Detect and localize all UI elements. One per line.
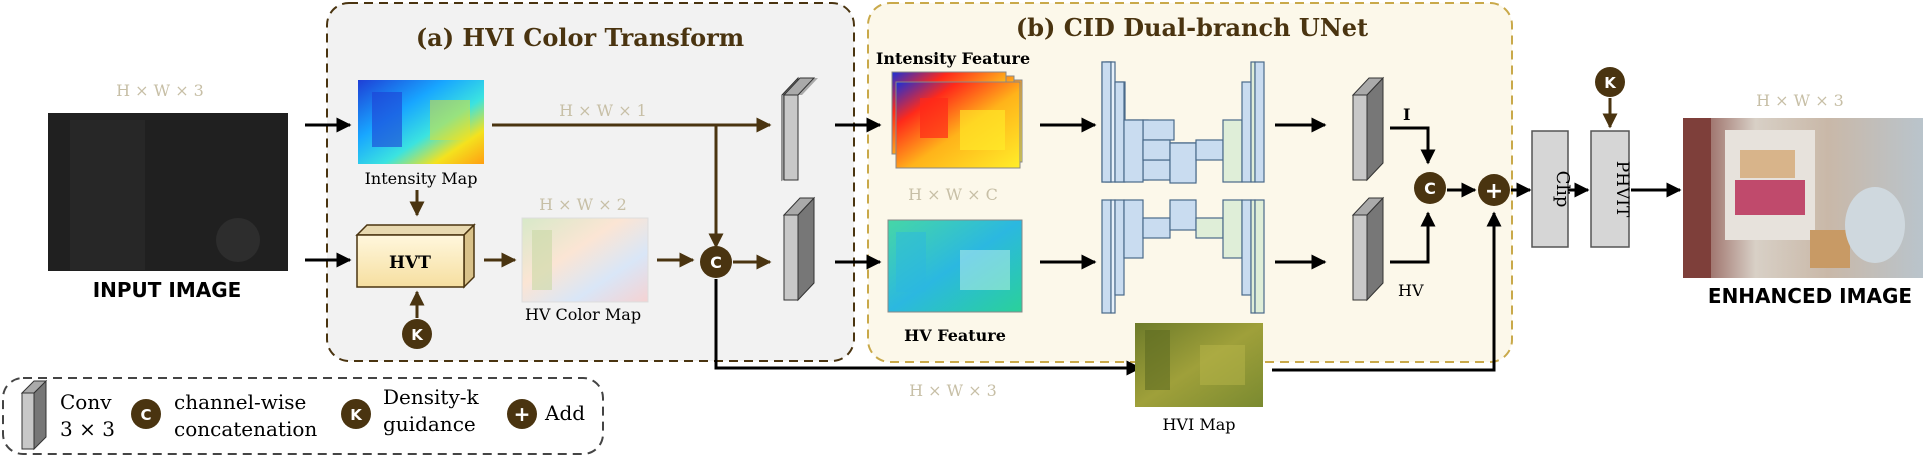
unet-network xyxy=(1101,61,1265,314)
legend-concat-icon: C xyxy=(131,399,161,429)
hvi-map-label: HVI Map xyxy=(1162,415,1235,434)
output-label: ENHANCED IMAGE xyxy=(1708,284,1912,308)
legend: Conv 3 × 3 C channel-wise concatenation … xyxy=(2,377,604,455)
panel-a-title: (a) HVI Color Transform xyxy=(416,23,744,52)
hv-color-map-label: HV Color Map xyxy=(525,305,641,324)
panel-b-title: (b) CID Dual-branch UNet xyxy=(1016,13,1368,42)
k-symbol-text: K xyxy=(411,326,424,344)
conv-block-hv-out xyxy=(1351,196,1385,302)
phvit-label: PHVIT xyxy=(1612,161,1632,218)
enhanced-image: H × W × 3 ENHANCED IMAGE xyxy=(1683,91,1923,308)
legend-concat-line2: concatenation xyxy=(174,417,317,441)
legend-conv-line1: Conv xyxy=(60,390,112,414)
output-dims: H × W × 3 xyxy=(1756,91,1844,110)
hv-feature: HV Feature xyxy=(887,219,1023,345)
phvit-block: PHVIT xyxy=(1590,130,1632,248)
input-image: H × W × 3 INPUT IMAGE xyxy=(48,81,288,302)
legend-k-line2: guidance xyxy=(383,412,476,436)
legend-k-symbol: K xyxy=(350,406,363,424)
legend-add-icon: + xyxy=(507,399,537,429)
i-label: I xyxy=(1403,105,1410,124)
hv-label: HV xyxy=(1398,281,1424,300)
legend-concat-symbol: C xyxy=(140,406,151,424)
skip-dims: H × W × 3 xyxy=(909,381,997,400)
legend-concat-line1: channel-wise xyxy=(174,390,306,414)
clip-label: Clip xyxy=(1552,171,1573,208)
hv-feature-label: HV Feature xyxy=(904,326,1006,345)
hv-color-map: HV Color Map xyxy=(521,217,649,324)
intensity-feature: Intensity Feature xyxy=(876,49,1030,169)
density-k-symbol-post: K xyxy=(1595,67,1625,97)
hvt-block: HVT xyxy=(355,223,476,289)
add-symbol: + xyxy=(1478,174,1510,206)
conv-block-i-out xyxy=(1351,76,1385,182)
legend-k-icon: K xyxy=(341,399,371,429)
hvt-label: HVT xyxy=(389,253,431,273)
density-k-symbol: K xyxy=(402,319,432,349)
intensity-dims: H × W × 1 xyxy=(559,101,647,120)
legend-add-label: Add xyxy=(544,401,585,425)
legend-add-symbol: + xyxy=(514,402,531,426)
input-label: INPUT IMAGE xyxy=(93,278,242,302)
clip-block: Clip xyxy=(1531,130,1573,248)
conv-block-hv xyxy=(782,196,816,302)
intensity-feature-label: Intensity Feature xyxy=(876,49,1030,68)
legend-k-line1: Density-k xyxy=(383,385,480,409)
intensity-map-label: Intensity Map xyxy=(365,169,478,188)
add-symbol-text: + xyxy=(1485,179,1503,204)
legend-conv-line2: 3 × 3 xyxy=(60,417,115,441)
legend-conv-icon xyxy=(20,379,48,451)
intensity-map: Intensity Map xyxy=(358,80,484,188)
concat-symbol-hvi: C xyxy=(700,246,732,278)
hv-dims: H × W × 2 xyxy=(539,195,627,214)
concat-symbol-text: C xyxy=(710,253,722,272)
concat-symbol-cid: C xyxy=(1414,172,1446,204)
feature-dims: H × W × C xyxy=(908,185,998,204)
concat-symbol-cid-text: C xyxy=(1424,179,1436,198)
k-symbol-post-text: K xyxy=(1604,74,1617,92)
input-dims: H × W × 3 xyxy=(116,81,204,100)
hvi-map: HVI Map xyxy=(1135,323,1263,434)
